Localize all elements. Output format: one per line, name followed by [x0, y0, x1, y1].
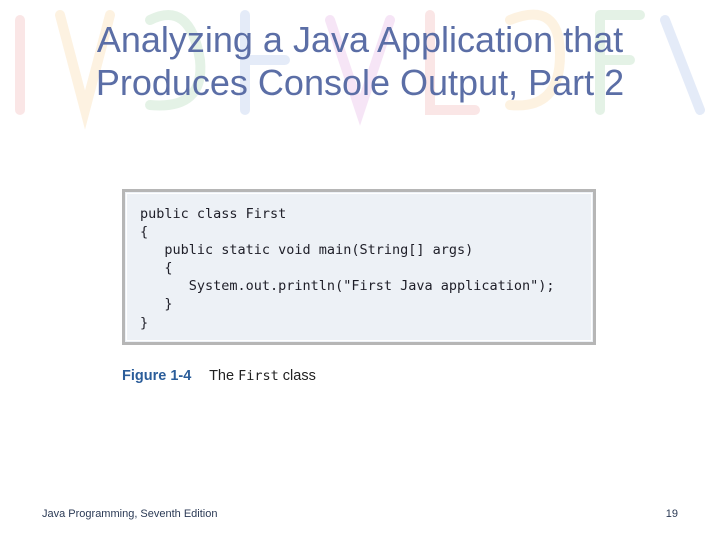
caption-code-word: First: [238, 368, 279, 384]
code-figure-inner-border: [126, 193, 592, 341]
slide-title-line-2: Produces Console Output, Part 2: [95, 62, 625, 103]
code-line: }: [140, 296, 173, 313]
slide-title: Analyzing a Java Application that Produc…: [40, 18, 680, 104]
slide-title-line-1: Analyzing a Java Application that: [96, 19, 624, 60]
code-line: System.out.println("First Java applicati…: [140, 278, 555, 295]
code-line: }: [140, 314, 149, 331]
code-line: {: [140, 260, 173, 277]
footer-book-title: Java Programming, Seventh Edition: [42, 508, 218, 520]
code-line: public static void main(String[] args): [140, 242, 474, 259]
footer-page-number: 19: [665, 508, 678, 520]
figure-caption: Figure 1-4 The First class: [122, 368, 316, 384]
code-line: public class First: [140, 206, 287, 222]
figure-number: Figure 1-4: [122, 368, 192, 384]
code-listing: public class First { public static void …: [140, 205, 555, 332]
code-line: {: [140, 224, 149, 241]
code-figure: public class First { public static void …: [122, 189, 596, 345]
caption-text-the: The: [209, 368, 235, 384]
caption-text-class: class: [282, 368, 316, 384]
